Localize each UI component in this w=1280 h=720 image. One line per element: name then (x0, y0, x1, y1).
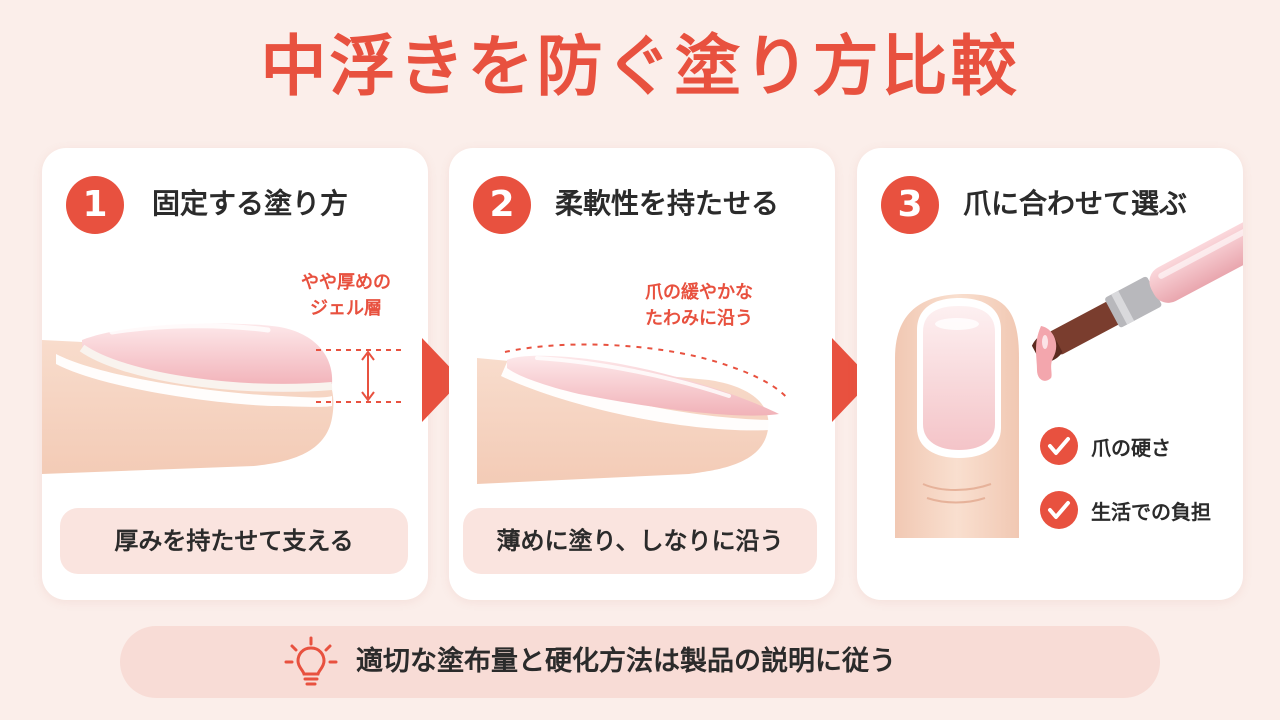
annotation-line: やや厚めの (301, 272, 391, 293)
chevron-right-icon (832, 338, 872, 422)
lightbulb-icon (284, 636, 338, 686)
footer-text: 適切な塗布量と硬化方法は製品の説明に従う (356, 646, 896, 677)
check-label: 生活での負担 (1091, 500, 1211, 524)
fingertip-and-brush-illustration (895, 219, 1243, 538)
check-label: 爪の硬さ (1091, 436, 1171, 460)
annotation-label: やや厚めの ジェル層 (286, 270, 406, 322)
page-title: 中浮きを防ぐ塗り方比較 (260, 28, 1020, 105)
summary-pill: 厚みを持たせて支える (60, 508, 408, 574)
card-heading: 柔軟性を持たせる (555, 187, 780, 220)
card-flexible-application: 2 柔軟性を持たせる 爪の緩やかな たわみに沿う 薄めに塗り、しなりに沿う (449, 148, 835, 600)
thick-gel-finger-illustration (42, 323, 402, 474)
annotation-line: 爪の緩やかな (645, 282, 753, 303)
card-fixed-application: 1 固定する塗り方 やや厚めの ジェル層 厚みを持たせて支える (42, 148, 428, 600)
chevron-right-icon (422, 338, 462, 422)
thin-gel-finger-illustration (477, 343, 790, 484)
footer-tip-banner: 適切な塗布量と硬化方法は製品の説明に従う (120, 626, 1160, 698)
check-circle-icon (1040, 427, 1078, 465)
annotation-label: 爪の緩やかな たわみに沿う (619, 280, 779, 332)
card-choose-by-nail: 3 爪に合わせて選ぶ (857, 148, 1243, 600)
step-number-badge: 1 (66, 176, 124, 234)
step-number-badge: 3 (881, 176, 939, 234)
check-circle-icon (1040, 491, 1078, 529)
card-heading: 爪に合わせて選ぶ (963, 187, 1188, 220)
card-heading: 固定する塗り方 (152, 187, 349, 220)
annotation-line: ジェル層 (310, 298, 382, 319)
step-number-badge: 2 (473, 176, 531, 234)
annotation-line: たわみに沿う (645, 308, 753, 329)
summary-pill: 薄めに塗り、しなりに沿う (463, 508, 817, 574)
